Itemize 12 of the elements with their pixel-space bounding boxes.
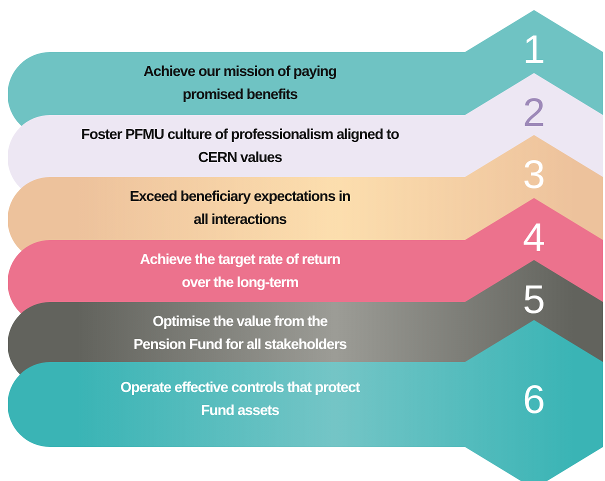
goal-text: Operate effective controls that protect Fund assets xyxy=(119,379,361,421)
goal-text: Achieve our mission of paying promised benefits xyxy=(142,63,338,105)
step-number: 3 xyxy=(522,153,546,197)
goal-text: Achieve the target rate of return over the long-term xyxy=(138,251,342,293)
step-number: 2 xyxy=(522,91,546,135)
goal-text: Optimise the value from the Pension Fund for all stakeholders xyxy=(132,313,348,355)
step-number: 1 xyxy=(522,28,546,72)
step-number: 5 xyxy=(522,278,546,322)
goal-text: Exceed beneficiary expectations in all interactions xyxy=(129,188,351,230)
step-number: 6 xyxy=(522,378,546,422)
goal-text: Foster PFMU culture of professionalism aligned to CERN values xyxy=(80,126,400,168)
step-number: 4 xyxy=(522,216,546,260)
